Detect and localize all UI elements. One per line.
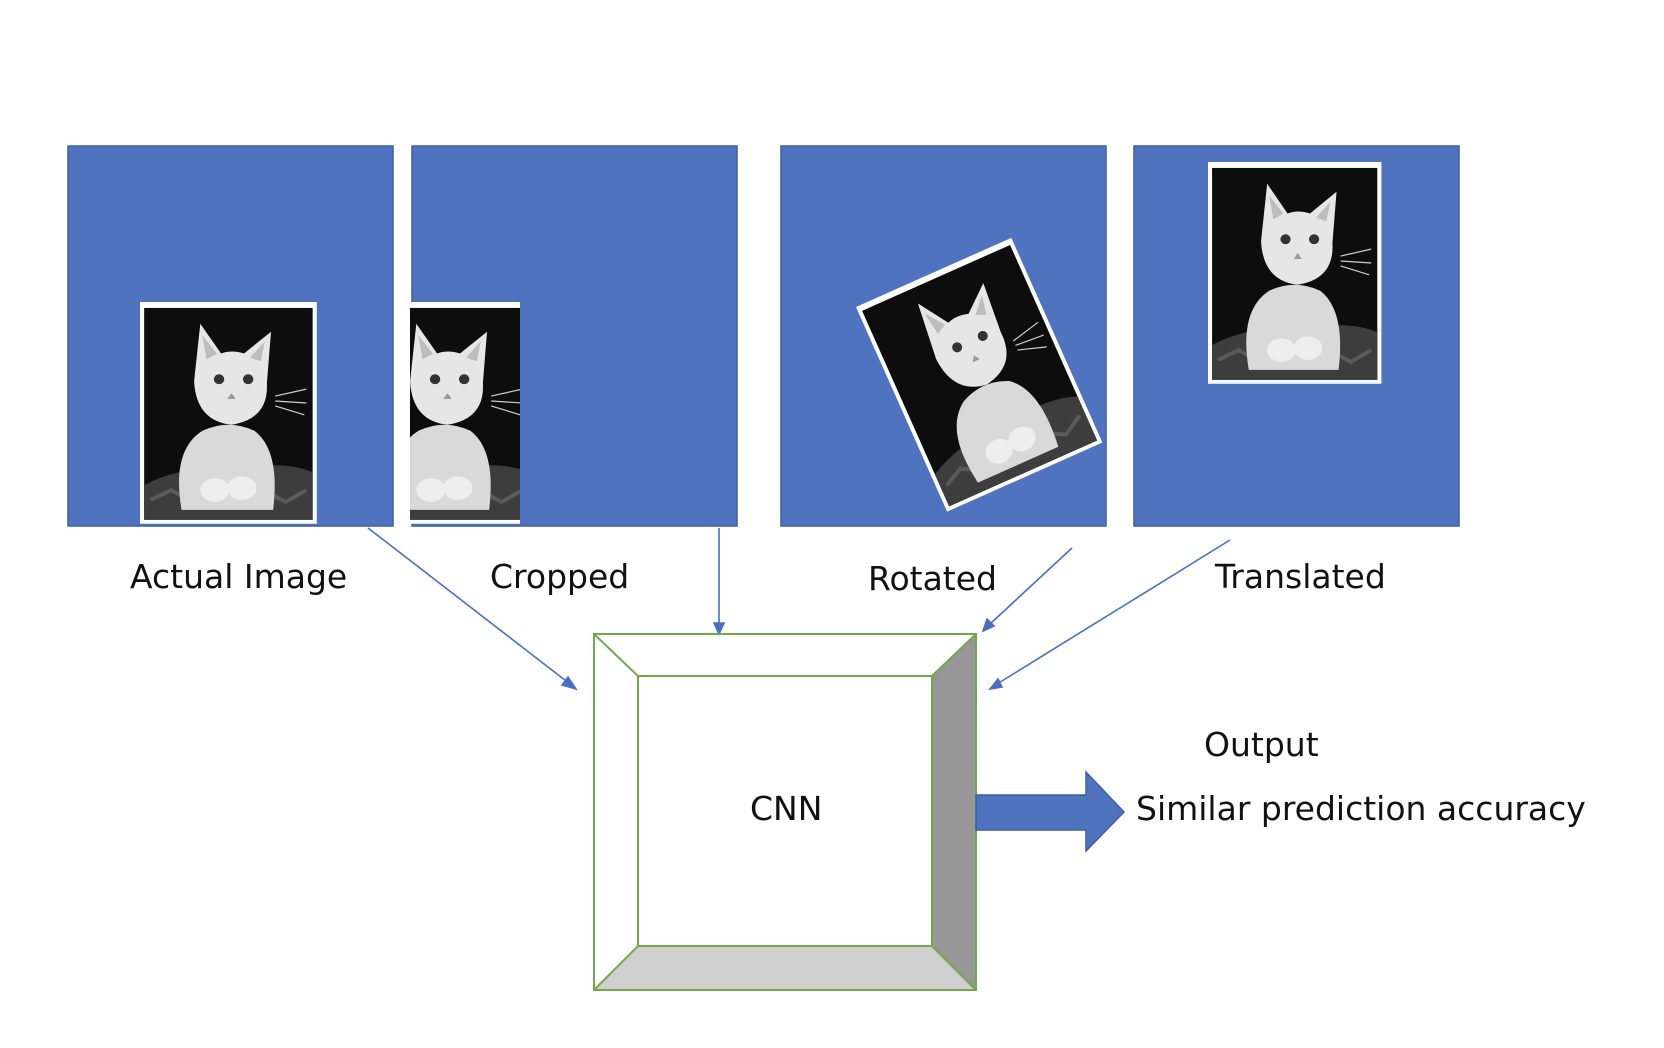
cnn-box [593, 633, 977, 991]
arrow-cropped-to-cnn [712, 528, 726, 636]
arrow-rotated-to-cnn [981, 547, 1073, 633]
label-translated: Translated [1214, 557, 1386, 596]
label-cropped: Cropped [490, 557, 629, 596]
arrow-translated-to-cnn [988, 539, 1231, 691]
kitten-image-actual [140, 302, 317, 524]
arrow-actual-to-cnn [367, 527, 578, 691]
kitten-image-translated [1208, 162, 1381, 384]
cnn-label: CNN [750, 789, 822, 828]
output-title: Output [1204, 725, 1319, 764]
output-text: Similar prediction accuracy [1136, 789, 1586, 828]
label-rotated: Rotated [868, 559, 997, 598]
output-arrow [975, 770, 1126, 853]
label-actual-image: Actual Image [130, 557, 347, 596]
